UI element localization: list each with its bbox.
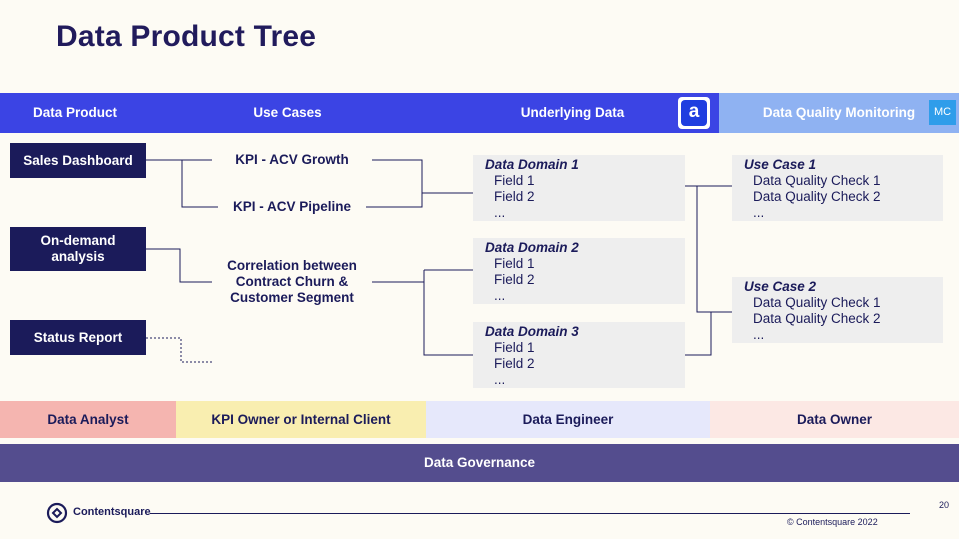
header-data-product: Data Product	[32, 105, 117, 120]
data-domain-field: Field 1	[494, 340, 535, 355]
data-domain-field: ...	[494, 372, 506, 387]
contentsquare-logo-icon	[46, 502, 68, 524]
data-product-status-report: Status Report	[10, 320, 146, 355]
data-domain-2: Data Domain 2 Field 1 Field 2 ...	[473, 238, 685, 304]
dq-check: ...	[753, 327, 765, 342]
connector-line	[696, 186, 732, 313]
header-dq-section	[719, 93, 959, 133]
use-case-correlation: Correlation between Contract Churn & Cus…	[227, 258, 357, 305]
header-use-cases: Use Cases	[253, 105, 322, 120]
data-domain-title: Data Domain 1	[485, 157, 579, 172]
dq-use-case-2: Use Case 2 Data Quality Check 1 Data Qua…	[732, 277, 943, 343]
data-product-label: Status Report	[33, 329, 123, 345]
connector-line	[146, 248, 212, 283]
data-domain-field: ...	[494, 288, 506, 303]
role-data-engineer: Data Engineer	[426, 401, 710, 438]
data-domain-title: Data Domain 3	[485, 324, 579, 339]
use-case-acv-pipeline: KPI - ACV Pipeline	[232, 199, 352, 214]
role-data-analyst: Data Analyst	[0, 401, 176, 438]
header-dq-monitoring: Data Quality Monitoring	[762, 105, 916, 120]
data-product-on-demand-analysis: On-demand analysis	[10, 227, 146, 271]
footer-brand: Contentsquare	[73, 506, 151, 518]
amplitude-logo-icon: a	[678, 97, 710, 129]
data-product-label: Sales Dashboard	[23, 152, 133, 168]
footer-copyright: © Contentsquare 2022	[787, 517, 878, 527]
data-domain-field: Field 1	[494, 173, 535, 188]
dq-use-case-title: Use Case 1	[744, 157, 817, 172]
data-product-sales-dashboard: Sales Dashboard	[10, 143, 146, 178]
data-product-label: On-demand analysis	[40, 233, 116, 264]
dq-check: Data Quality Check 1	[753, 295, 881, 310]
monte-carlo-logo-icon: MC	[929, 100, 956, 125]
dq-check: Data Quality Check 1	[753, 173, 881, 188]
dq-use-case-1: Use Case 1 Data Quality Check 1 Data Qua…	[732, 155, 943, 221]
connector-line	[181, 160, 218, 208]
data-domain-field: Field 2	[494, 272, 535, 287]
column-header-bar: Data Product Use Cases Underlying Data a…	[0, 93, 959, 133]
page-number: 20	[939, 500, 950, 510]
data-domain-field: ...	[494, 205, 506, 220]
footer-divider	[150, 513, 910, 514]
connector-line	[372, 159, 473, 194]
use-case-acv-growth: KPI - ACV Growth	[235, 152, 349, 167]
data-domain-field: Field 2	[494, 356, 535, 371]
connector-line	[685, 312, 712, 356]
dq-check: Data Quality Check 2	[753, 189, 881, 204]
connector-line	[146, 337, 214, 363]
data-domain-field: Field 1	[494, 256, 535, 271]
data-governance-bar: Data Governance	[0, 444, 959, 482]
data-domain-1: Data Domain 1 Field 1 Field 2 ...	[473, 155, 685, 221]
header-main-section	[0, 93, 719, 133]
connector-line	[423, 270, 473, 356]
role-data-owner: Data Owner	[710, 401, 959, 438]
dq-use-case-title: Use Case 2	[744, 279, 817, 294]
data-domain-3: Data Domain 3 Field 1 Field 2 ...	[473, 322, 685, 388]
role-kpi-owner: KPI Owner or Internal Client	[176, 401, 426, 438]
page-title: Data Product Tree	[56, 20, 317, 53]
dq-check: ...	[753, 205, 765, 220]
connector-line	[366, 193, 423, 208]
data-domain-title: Data Domain 2	[485, 240, 579, 255]
dq-check: Data Quality Check 2	[753, 311, 881, 326]
header-underlying-data: Underlying Data	[520, 105, 625, 120]
data-domain-field: Field 2	[494, 189, 535, 204]
